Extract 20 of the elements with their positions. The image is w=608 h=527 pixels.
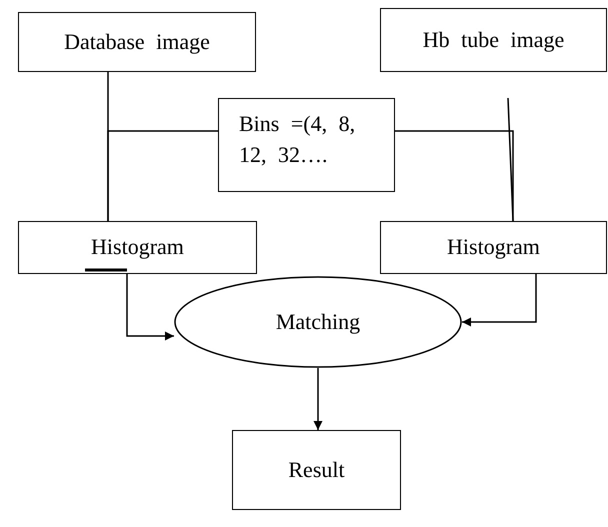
- process-box: [380, 221, 607, 274]
- process-box: [380, 8, 607, 72]
- box-label: Histogram: [447, 233, 540, 262]
- process-box: [218, 98, 395, 192]
- arrow: [126, 274, 174, 340]
- connector-line: [507, 98, 514, 222]
- box-label: Matching: [276, 308, 360, 336]
- connector-line: [395, 130, 514, 221]
- process-box: [232, 430, 401, 510]
- arrow: [462, 274, 537, 326]
- box-label: Result: [288, 456, 345, 484]
- process-box: [18, 221, 257, 274]
- box-label: Database image: [64, 28, 210, 56]
- connector-line: [107, 130, 218, 221]
- box-label: Hb tube image: [422, 26, 564, 54]
- arrow: [314, 368, 322, 430]
- process-box: [18, 12, 256, 72]
- box-label: Histogram: [91, 233, 184, 262]
- box-label: Bins =(4, 8, 12, 32….: [239, 110, 356, 169]
- process-ellipse: [174, 276, 462, 368]
